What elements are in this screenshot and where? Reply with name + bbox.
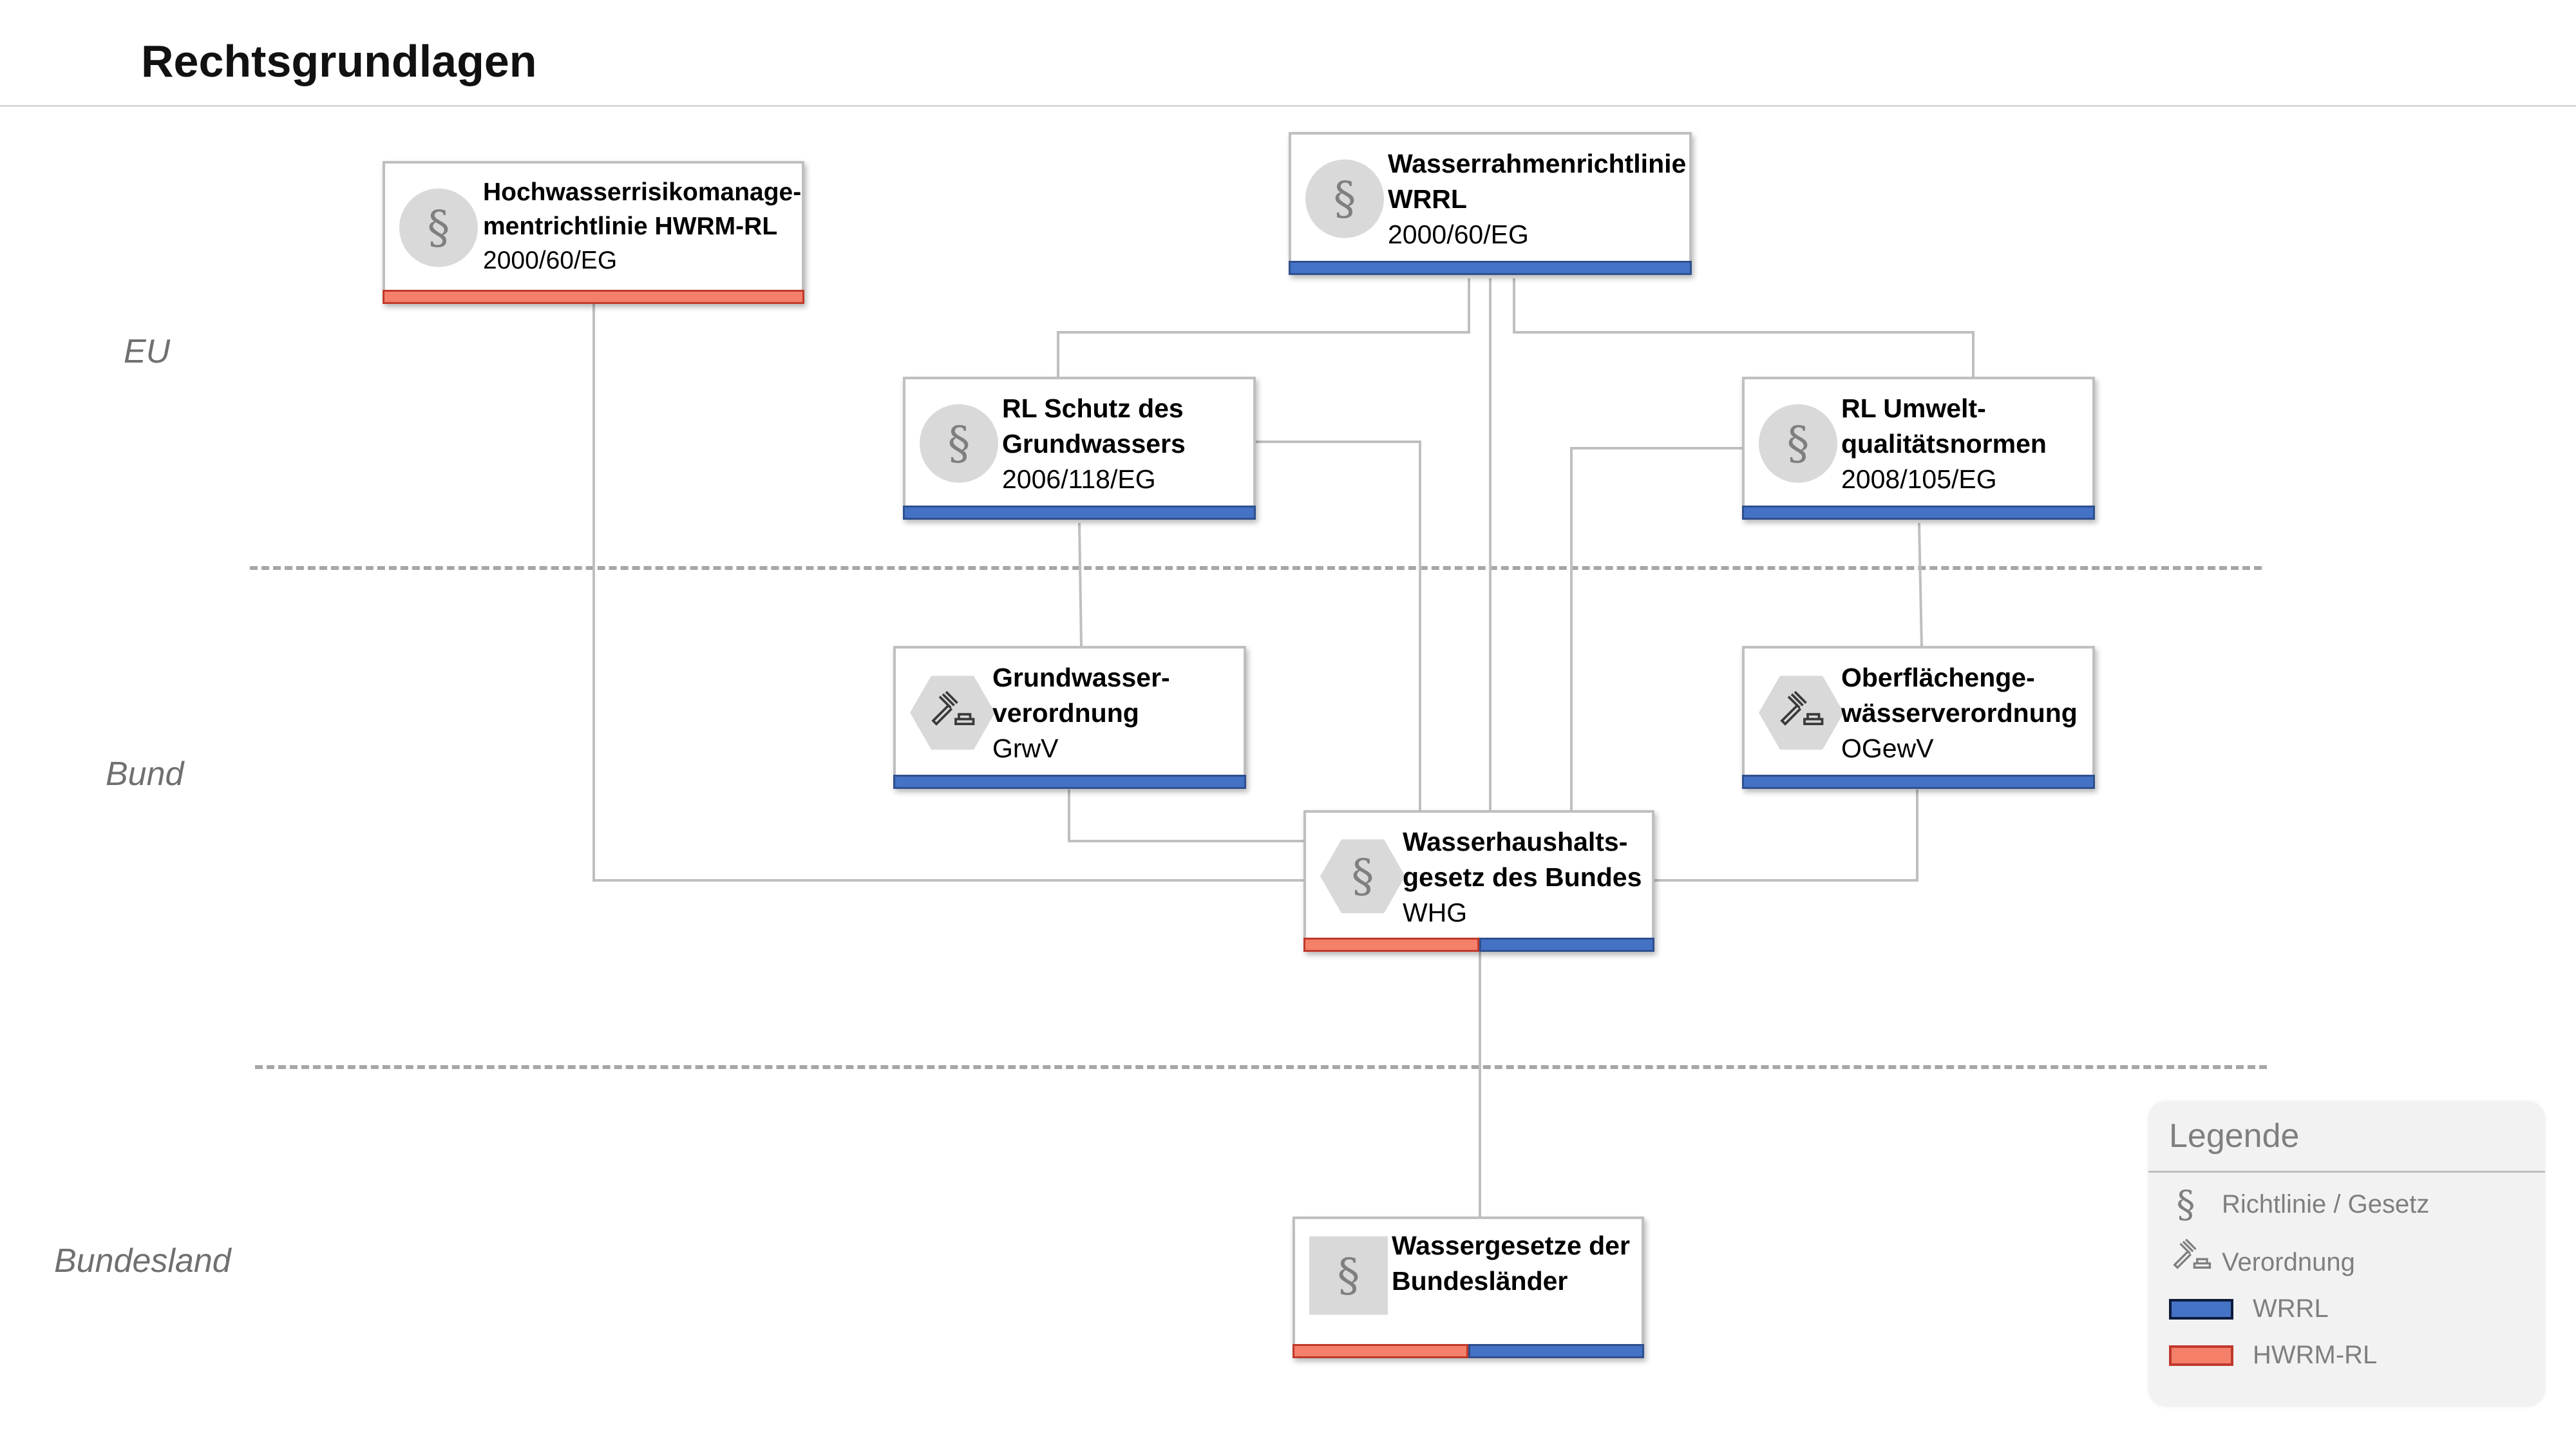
node-whg-line3: WHG <box>1403 898 1468 927</box>
legend-label-verordnung: Verordnung <box>2222 1247 2355 1276</box>
node-hwrm-rl-line3: 2000/60/EG <box>483 247 618 274</box>
node-rl-umweltqualitaetsnormen: § RL Umwelt- qualitätsnormen 2008/105/EG <box>1742 377 2095 520</box>
level-label-bund: Bund <box>106 755 184 793</box>
node-hwrm-rl-bar <box>383 290 804 304</box>
node-hwrm-rl-line2: mentrichtlinie HWRM-RL <box>483 213 778 240</box>
node-rl-grundwasser-line1: RL Schutz des <box>1002 393 1184 423</box>
legend-item-hwrm: HWRM-RL <box>2169 1341 2377 1370</box>
paragraph-icon: § <box>1320 839 1405 914</box>
node-rl-umweltqualitaetsnormen-bar <box>1742 506 2095 520</box>
node-grundwasserverordnung-bar <box>893 775 1246 789</box>
legend-swatch-wrrl <box>2169 1298 2233 1320</box>
node-rl-grundwasser-bar <box>903 506 1256 520</box>
node-rl-uqn-line1: RL Umwelt- <box>1841 393 1986 423</box>
node-wglaender-line2: Bundesländer <box>1392 1266 1568 1296</box>
level-label-eu: EU <box>124 333 171 370</box>
node-oberflaechengewaesserverordnung: Oberflächenge- wässerverordnung OGewV <box>1742 646 2095 789</box>
connector-wrrl-rlgw <box>1057 278 1470 379</box>
node-grwv-line2: verordnung <box>992 698 1139 728</box>
level-divider-bund-land <box>255 1065 2267 1069</box>
node-rl-grundwasser: § RL Schutz des Grundwassers 2006/118/EG <box>903 377 1256 520</box>
legend-divider <box>2148 1171 2545 1173</box>
legend-swatch-hwrm <box>2169 1345 2233 1366</box>
node-wrrl-line2: WRRL <box>1388 184 1467 214</box>
paragraph-icon: § <box>1309 1236 1388 1316</box>
node-grundwasserverordnung: Grundwasser- verordnung GrwV <box>893 646 1246 789</box>
node-wrrl-line3: 2000/60/EG <box>1388 220 1529 249</box>
connector-ogewv-whg <box>1654 790 1918 882</box>
node-rl-uqn-line2: qualitätsnormen <box>1841 429 2047 459</box>
node-ogewv-line1: Oberflächenge- <box>1841 663 2035 692</box>
level-divider-eu-bund <box>250 566 2262 570</box>
gavel-icon <box>2169 1235 2211 1289</box>
connector-wrrl-rluqn <box>1513 278 1975 379</box>
paragraph-icon: § <box>399 188 478 267</box>
node-whg-bar <box>1303 938 1654 952</box>
node-grwv-line3: GrwV <box>992 734 1059 763</box>
node-wrrl: § Wasserrahmenrichtlinie WRRL 2000/60/EG <box>1289 132 1692 275</box>
node-hwrm-rl: § Hochwasserrisikomanage- mentrichtlinie… <box>383 161 804 304</box>
gavel-icon <box>1759 676 1844 750</box>
gavel-icon <box>910 676 995 750</box>
page-title: Rechtsgrundlagen <box>141 36 537 86</box>
legend-item-wrrl: WRRL <box>2169 1294 2329 1323</box>
node-whg: § Wasserhaushalts- gesetz des Bundes WHG <box>1303 810 1654 952</box>
level-label-bundesland: Bundesland <box>54 1242 231 1280</box>
node-whg-line2: gesetz des Bundes <box>1403 862 1642 892</box>
node-ogewv-line3: OGewV <box>1841 734 1934 763</box>
node-hwrm-rl-line1: Hochwasserrisikomanage- <box>483 178 802 206</box>
legend-title: Legende <box>2169 1117 2300 1155</box>
legend-item-richtlinie: § Richtlinie / Gesetz <box>2169 1182 2430 1226</box>
node-wrrl-bar <box>1289 261 1692 275</box>
connector-rlgw-grwv <box>1078 522 1083 648</box>
node-wassergesetze-laender-bar <box>1293 1344 1644 1358</box>
legend: Legende § Richtlinie / Gesetz Verordnung… <box>2148 1101 2545 1406</box>
connector-grwv-whg <box>1068 790 1303 842</box>
node-oberflaechengewaesserverordnung-bar <box>1742 775 2095 789</box>
node-wglaender-line1: Wassergesetze der <box>1392 1231 1630 1260</box>
paragraph-icon: § <box>2176 1182 2195 1226</box>
connector-rluqn-ogewv <box>1918 522 1923 648</box>
node-wrrl-line1: Wasserrahmenrichtlinie <box>1388 149 1687 178</box>
paragraph-icon: § <box>1759 404 1837 483</box>
legend-item-verordnung: Verordnung <box>2169 1235 2355 1289</box>
node-grwv-line1: Grundwasser- <box>992 663 1170 692</box>
node-wassergesetze-laender: § Wassergesetze der Bundesländer <box>1293 1217 1644 1358</box>
node-rl-grundwasser-line3: 2006/118/EG <box>1002 464 1156 494</box>
legend-label-hwrm: HWRM-RL <box>2253 1341 2378 1369</box>
legend-label-wrrl: WRRL <box>2253 1294 2329 1323</box>
connector-rluqn-whg <box>1570 447 1743 810</box>
paragraph-icon: § <box>1305 159 1384 238</box>
node-rl-grundwasser-line2: Grundwassers <box>1002 429 1186 459</box>
connector-hwrm-whg <box>592 304 1303 882</box>
legend-label-richtlinie: Richtlinie / Gesetz <box>2222 1189 2430 1218</box>
connector-rlgw-whg <box>1254 440 1421 810</box>
node-whg-line1: Wasserhaushalts- <box>1403 827 1628 857</box>
node-rl-uqn-line3: 2008/105/EG <box>1841 464 1997 494</box>
node-ogewv-line2: wässerverordnung <box>1841 698 2078 728</box>
paragraph-icon: § <box>920 404 998 483</box>
title-divider <box>0 105 2576 107</box>
